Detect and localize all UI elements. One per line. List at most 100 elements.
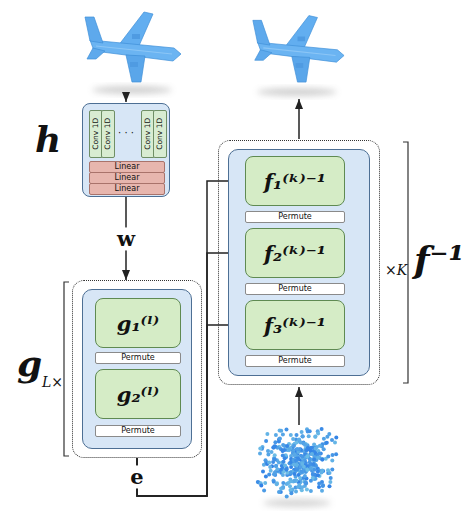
- cloud-point: [318, 444, 322, 448]
- cloud-point: [287, 448, 291, 452]
- permute-bar: Permute: [245, 211, 345, 223]
- cloud-point: [321, 484, 325, 488]
- cloud-point: [275, 482, 279, 486]
- input-arrow: [125, 92, 127, 102]
- cloud-point: [295, 433, 299, 437]
- box-label: Permute: [278, 357, 312, 365]
- cloud-point: [311, 472, 315, 476]
- output-arrow: [298, 99, 300, 139]
- point-cloud: [256, 427, 339, 498]
- box-label: g₁⁽ˡ⁾: [117, 313, 160, 334]
- cloud-point: [289, 472, 293, 476]
- box-label: Permute: [278, 285, 312, 293]
- cloud-point: [265, 432, 269, 436]
- cloud-point: [301, 435, 305, 439]
- cloud-point: [285, 427, 289, 431]
- box-label: Permute: [278, 213, 312, 221]
- cloud-point: [320, 457, 324, 461]
- linear-layer: Linear: [89, 183, 165, 195]
- cloud-point: [328, 480, 332, 484]
- cloud-point: [277, 461, 281, 465]
- coupling-box: f₃⁽ᵏ⁾⁻¹: [245, 300, 345, 350]
- block-symbol: h: [35, 121, 61, 157]
- cloud-point: [285, 494, 289, 498]
- cloud-point: [279, 468, 283, 472]
- block-symbol: f⁻¹: [414, 241, 464, 277]
- cloud-point: [274, 464, 278, 468]
- cloud-point: [273, 457, 277, 461]
- cloud-point: [320, 471, 324, 475]
- coupling-box: f₂⁽ᵏ⁾⁻¹: [245, 228, 345, 278]
- cloud-point: [317, 482, 321, 486]
- cloud-point: [291, 443, 295, 447]
- cloud-point: [320, 427, 324, 431]
- input-airplane: [85, 12, 181, 82]
- cloud-point: [306, 447, 310, 451]
- cloud-point: [274, 433, 278, 437]
- cloud-point: [276, 468, 280, 472]
- cloud-point: [294, 490, 298, 494]
- block-symbol: g: [17, 345, 42, 381]
- cloud-point: [320, 457, 324, 461]
- box-label: Linear: [115, 163, 140, 171]
- cloud-point: [281, 481, 285, 485]
- flow-block: gL×g₁⁽ˡ⁾Permuteg₂⁽ˡ⁾Permute: [72, 280, 202, 458]
- cloud-point: [334, 452, 338, 456]
- cloud-point: [305, 468, 309, 472]
- cloud-point: [282, 460, 286, 464]
- cloud-point: [283, 463, 287, 467]
- cloud-point: [281, 449, 285, 453]
- cloud-point: [322, 447, 326, 451]
- cloud-point: [305, 454, 309, 458]
- cloud-point: [322, 437, 326, 441]
- cloud-point: [268, 465, 272, 469]
- cloud-point: [318, 452, 322, 456]
- cloud-point: [309, 466, 313, 470]
- cloud-point: [288, 447, 292, 451]
- flow-block: f⁻¹×Kf₁⁽ᵏ⁾⁻¹Permutef₂⁽ᵏ⁾⁻¹Permutef₃⁽ᵏ⁾⁻¹…: [218, 140, 380, 385]
- cloud-point: [309, 479, 313, 483]
- box-label: Conv 1D: [156, 118, 164, 150]
- box-label: Conv 1D: [92, 118, 100, 150]
- output-airplane: [253, 16, 344, 83]
- cloud-point: [294, 468, 298, 472]
- cloud-point: [333, 441, 337, 445]
- cloud-point: [293, 453, 297, 457]
- coupling-box: g₁⁽ˡ⁾: [95, 298, 181, 348]
- cloud-point: [304, 481, 308, 485]
- cloud-point: [264, 439, 268, 443]
- box-label: Linear: [115, 174, 140, 182]
- cloud-point: [289, 491, 293, 495]
- cloud-point: [258, 446, 262, 450]
- coupling-box: f₁⁽ᵏ⁾⁻¹: [245, 156, 345, 206]
- cloud-point: [329, 476, 333, 480]
- cloud-point: [270, 450, 274, 454]
- cloud-point: [272, 472, 276, 476]
- cloud-point: [267, 461, 271, 465]
- cloud-point: [266, 453, 270, 457]
- cloud-point: [300, 430, 304, 434]
- cloud-point: [259, 483, 263, 487]
- cloud-point: [258, 451, 262, 455]
- cloud-point: [307, 434, 311, 438]
- cloud-point: [281, 453, 285, 457]
- cloud-point: [326, 454, 330, 458]
- cloud-shadow: [263, 499, 331, 507]
- ellipsis-mark: · · ·: [118, 128, 134, 138]
- permute-bar: Permute: [95, 425, 181, 437]
- cloud-point: [312, 458, 316, 462]
- cloud-point: [303, 443, 307, 447]
- cloud-point: [316, 469, 320, 473]
- cloud-point: [305, 487, 309, 491]
- cloud-point: [293, 479, 297, 483]
- cloud-point: [279, 429, 283, 433]
- cloud-point: [304, 482, 308, 486]
- cloud-point: [295, 468, 299, 472]
- cloud-point: [316, 456, 320, 460]
- cloud-point: [281, 448, 285, 452]
- cloud-point: [308, 429, 312, 433]
- cloud-point: [310, 452, 314, 456]
- cloud-point: [277, 490, 281, 494]
- cloud-point: [293, 472, 297, 476]
